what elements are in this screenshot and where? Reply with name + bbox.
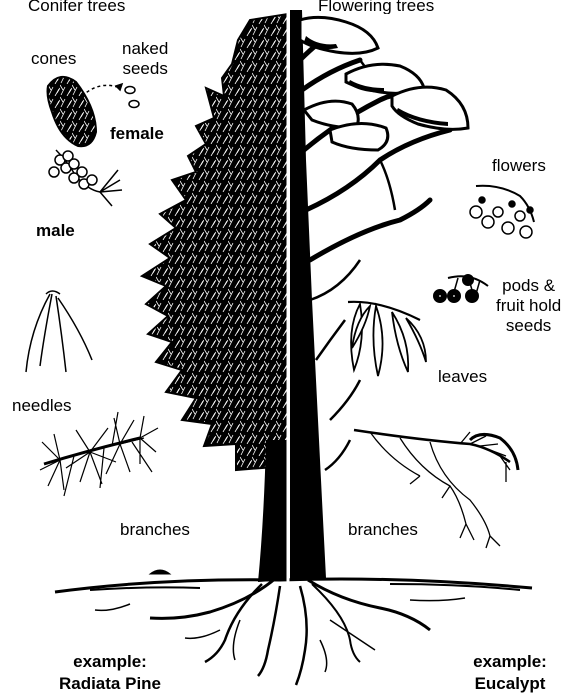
label-eucalypt-branches: branches (348, 520, 418, 540)
label-male: male (36, 221, 75, 241)
leaves-illustration (348, 302, 426, 376)
label-naked-seeds: naked seeds (122, 39, 168, 79)
eucalypt-example-heading: example: (450, 652, 570, 672)
pine-cone-illustration (48, 77, 97, 146)
label-leaves: leaves (438, 367, 487, 387)
pine-example-name: Radiata Pine (30, 674, 190, 694)
eucalypt-example-name: Eucalypt (450, 674, 570, 694)
label-flowers: flowers (492, 156, 546, 176)
pine-branch-illustration (40, 412, 158, 496)
eucalypt-foliage (300, 17, 468, 150)
label-pods-fruit-seeds: pods & fruit hold seeds (496, 276, 561, 336)
pine-tree-silhouette (142, 14, 288, 582)
pine-example-heading: example: (40, 652, 180, 672)
label-cones: cones (31, 49, 76, 69)
label-pine-branches: branches (120, 520, 190, 540)
pods-illustration (434, 275, 488, 302)
top-title-right-cropped: Flowering trees (318, 0, 568, 14)
pine-crown (142, 14, 288, 470)
label-needles: needles (12, 396, 72, 416)
flowers-illustration (470, 186, 534, 238)
label-female: female (110, 124, 164, 144)
pine-needles-illustration (26, 291, 92, 372)
male-cone-illustration (49, 150, 122, 206)
top-title-left-cropped: Conifer trees (28, 0, 268, 14)
